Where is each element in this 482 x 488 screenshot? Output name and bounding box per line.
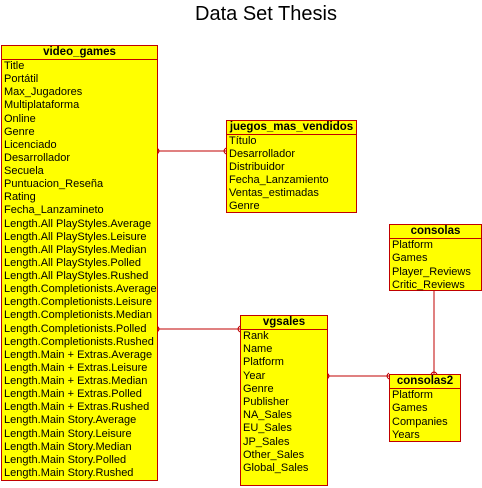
field: Título [229,135,257,147]
field: Ventas_estimadas [229,187,319,200]
field: Licenciado [4,138,57,151]
field: Critic_Reviews [392,278,465,291]
field: Online [4,112,36,125]
field: Length.Main + Extras.Rushed [4,401,150,414]
field: Length.All PlayStyles.Rushed [4,270,149,282]
field: Genre [4,125,35,138]
field: Fecha_Lanzamiento [229,174,329,187]
field: Publisher [243,395,289,408]
field: Length.Main + Extras.Average [4,348,153,361]
field: Year [243,369,266,382]
field: Length.Main Story.Leisure [4,427,132,440]
field: Title [4,60,25,72]
crowfoot-juegos [223,147,227,155]
field: Distribuidor [229,161,285,174]
field: Length.Completionists.Rushed [4,335,154,348]
field: Length.Main + Extras.Median [4,375,148,387]
field: Length.All PlayStyles.Median [4,243,147,256]
crowfoot-consolas2-1 [386,372,390,380]
entity-consolas2: consolas2 Platform Games Companies Years [389,374,461,442]
field: Games [392,402,428,415]
field-list: Platform Games Companies Years [390,389,460,442]
field: Length.Completionists.Median [4,309,152,322]
field: Player_Reviews [392,265,471,278]
field: Length.All PlayStyles.Polled [4,256,141,269]
entity-video-games: video_games Title Portátil Max_Jugadores… [1,45,158,481]
field: Length.Completionists.Average [4,283,157,296]
field: Fecha_Lanzamineto [4,204,104,217]
field: Companies [392,415,448,428]
entity-header: consolas [390,225,481,239]
field: Length.Main + Extras.Polled [4,388,142,401]
entity-header: juegos_mas_vendidos [227,121,356,135]
entity-vgsales: vgsales Rank Name Platform Year Genre Pu… [240,315,328,486]
field: NA_Sales [243,409,292,422]
entity-header: consolas2 [390,375,460,389]
field: Length.Main + Extras.Leisure [4,361,148,374]
crowfoot-vgsales-1 [237,325,241,333]
field: Rank [243,330,269,342]
field: Rating [4,191,36,204]
entity-juegos-mas-vendidos: juegos_mas_vendidos Título Desarrollador… [226,120,357,213]
field: Length.Completionists.Leisure [4,296,152,309]
field: Portátil [4,73,39,86]
field-list: Title Portátil Max_Jugadores Multiplataf… [2,60,157,480]
field: Genre [243,382,274,395]
field: Length.All PlayStyles.Leisure [4,230,147,243]
field: Name [243,343,273,356]
field: Games [392,252,428,265]
field: Platform [243,356,284,369]
field: Length.Main Story.Average [4,414,137,427]
diagram-title: Data Set Thesis [195,3,337,25]
field-list: Platform Games Player_Reviews Critic_Rev… [390,239,481,292]
field: Length.Main Story.Rushed [4,466,134,479]
field: Length.All PlayStyles.Average [4,217,152,230]
field: EU_Sales [243,422,292,435]
field: Years [392,428,420,441]
field: Desarrollador [4,151,71,164]
field: Desarrollador [229,148,296,161]
field: Global_Sales [243,461,309,474]
field: Secuela [4,165,44,177]
field: Max_Jugadores [4,86,83,99]
field: Genre [229,200,260,213]
field: Other_Sales [243,448,305,461]
field: Length.Main Story.Median [4,440,132,453]
field: Platform [392,239,433,251]
entity-header: video_games [2,46,157,60]
field-list: Rank Name Platform Year Genre Publisher … [241,330,327,475]
field: Length.Completionists.Polled [4,322,147,335]
crowfoot-consolas2-2 [430,371,438,375]
field: Multiplataforma [4,99,80,112]
field-list: Título Desarrollador Distribuidor Fecha_… [227,135,356,214]
field: Puntuacion_Reseña [4,178,104,191]
entity-consolas: consolas Platform Games Player_Reviews C… [389,224,482,291]
field: JP_Sales [243,435,290,448]
entity-header: vgsales [241,316,327,330]
field: Platform [392,389,433,401]
field: Length.Main Story.Polled [4,453,127,466]
